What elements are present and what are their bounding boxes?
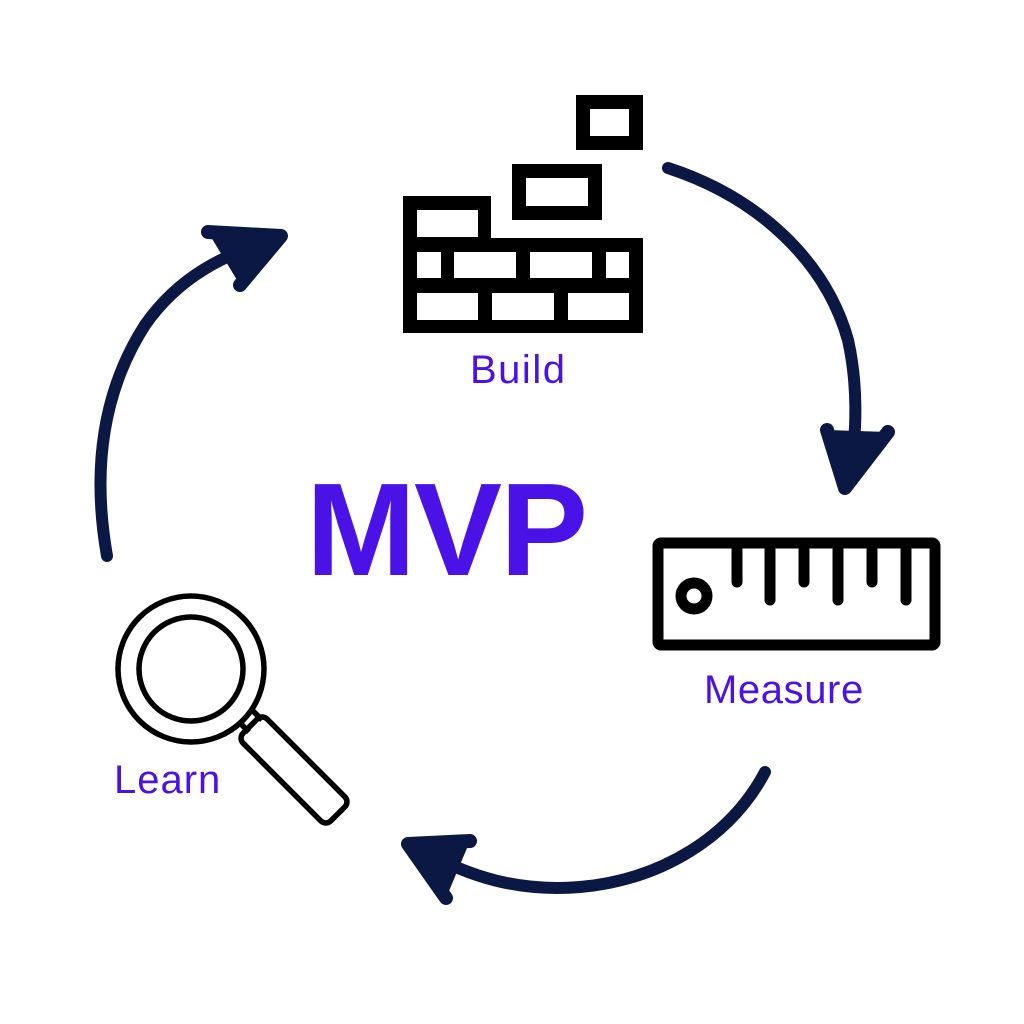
brick-middle [512,164,602,220]
diagram-title: MVP [306,456,588,603]
arrow-measure-to-learn [412,766,771,894]
arrowhead-learn-to-build [201,225,288,292]
brick-top [576,95,643,150]
magnifier-handle [238,714,350,826]
brick-wall-icon [403,95,643,333]
brick-wall-body [403,196,643,333]
magnifier-lens [136,614,246,724]
arrow-build-to-measure [662,162,862,484]
ruler-ticks [731,544,912,606]
arrowhead-build-to-measure [820,423,895,495]
magnifier-outer-ring [115,593,267,745]
arrow-learn-to-build [94,232,281,562]
step-label-build: Build [470,348,567,392]
ruler-hole [675,577,713,615]
cycle-arrows [94,162,895,905]
step-label-measure: Measure [704,668,864,712]
magnifying-glass-icon [115,593,350,826]
arrowhead-measure-to-learn [401,834,477,905]
ruler-body [652,537,941,651]
step-label-learn: Learn [114,758,222,802]
ruler-icon [652,537,941,651]
